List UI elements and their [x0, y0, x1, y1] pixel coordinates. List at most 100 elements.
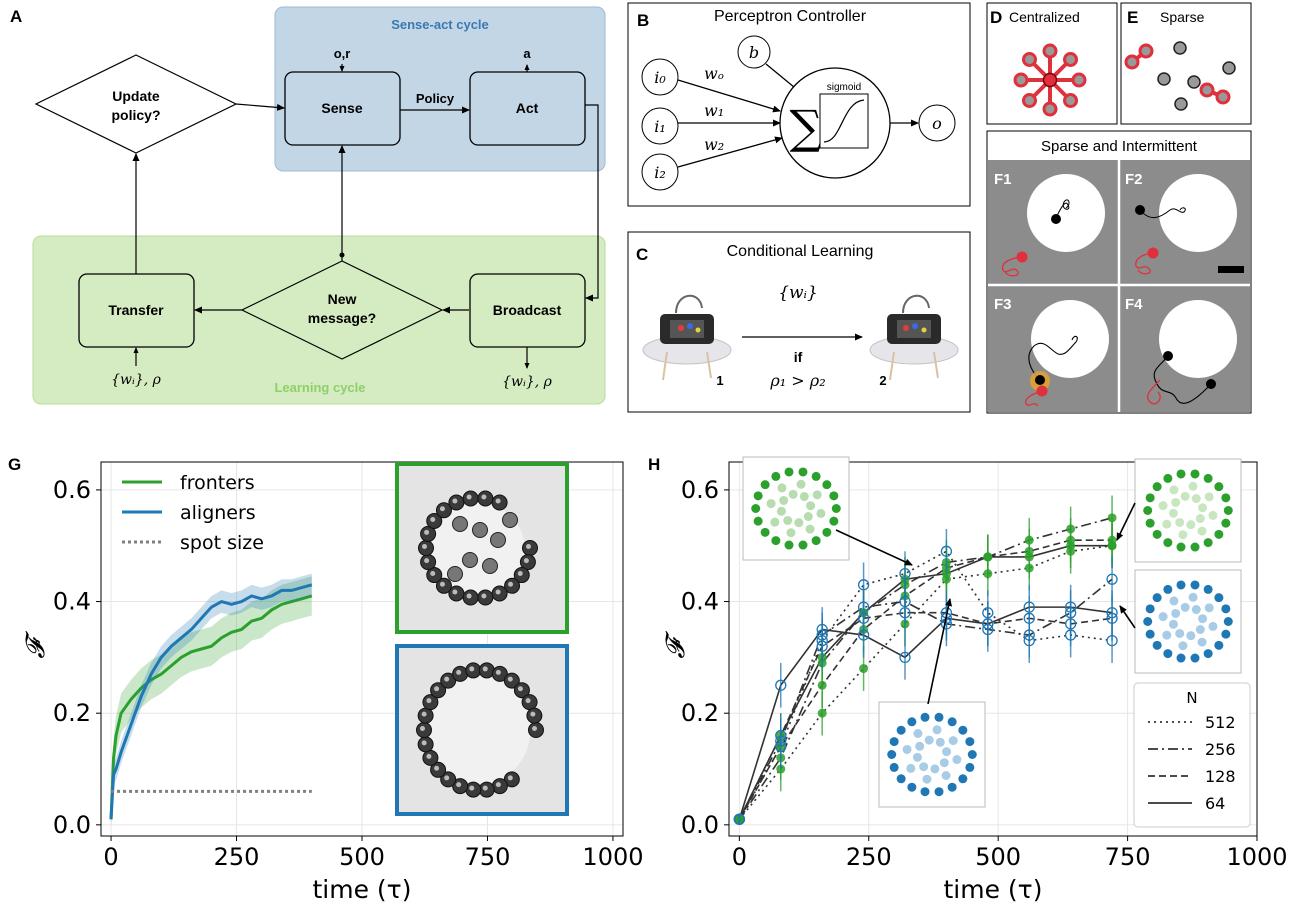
aligners-n256-line [738, 578, 1113, 820]
inset-robot [1178, 530, 1188, 540]
inset-robot [920, 787, 930, 797]
f3-label: F3 [994, 296, 1012, 313]
junction-dot [339, 252, 345, 258]
inset-robot [935, 737, 945, 747]
y-tick-label: 0.4 [53, 588, 91, 616]
inset-robot [1197, 526, 1207, 536]
inset-robot [1191, 494, 1201, 504]
inset-robot [1190, 580, 1200, 590]
inset-robot [1145, 518, 1155, 528]
inset-arrow [835, 529, 913, 566]
robot-highlight [420, 726, 425, 731]
inset-robot [1203, 473, 1213, 483]
inset-robot [1176, 469, 1186, 479]
robot-highlight [434, 765, 440, 771]
panel-h-label: H [648, 455, 660, 474]
inset-robot [1203, 649, 1213, 659]
inset-robot [1158, 612, 1168, 622]
hub-robot [1042, 43, 1058, 59]
hub-robot [1071, 72, 1087, 88]
x-tick-label: 1000 [582, 843, 643, 871]
inset-robot [805, 524, 815, 534]
inset-robot [1169, 485, 1179, 495]
inset-robot [1143, 617, 1153, 626]
x-tick-label: 500 [339, 843, 385, 871]
robot-highlight [430, 571, 436, 577]
y-tick-label: 0.6 [53, 476, 91, 504]
robot-highlight [481, 593, 487, 599]
robot-highlight [434, 686, 440, 692]
inset-robot [822, 527, 832, 537]
series-layer [733, 495, 1118, 825]
hub-robot [1021, 51, 1037, 67]
robot-highlight [517, 686, 523, 692]
data-point [982, 618, 994, 630]
data-point [816, 623, 828, 636]
f2-spot [1159, 174, 1237, 252]
inset-robot [1176, 653, 1186, 663]
inset-robot [1168, 508, 1178, 518]
weight-label-2: w₂ [704, 135, 724, 154]
inset-robot [784, 540, 794, 550]
inset-robot [811, 536, 821, 546]
inset-robot [947, 782, 957, 792]
inset-robot [1162, 519, 1172, 529]
inset-robot [896, 774, 906, 784]
hub-robot [1063, 51, 1079, 67]
panel-b-label: B [637, 11, 649, 30]
inset-robot [967, 750, 977, 759]
data-point [775, 679, 787, 691]
data-point [1066, 541, 1076, 551]
inset-robot [1176, 580, 1186, 590]
inset-robot [1186, 631, 1196, 641]
data-point [775, 729, 787, 742]
perceptron-title: Perceptron Controller [714, 8, 867, 25]
inset-robot [924, 735, 934, 745]
inset-robot [1204, 492, 1214, 502]
robot [452, 516, 468, 532]
inset-robot [919, 762, 929, 772]
robot-highlight [439, 581, 445, 587]
aligners-line [109, 583, 313, 820]
weight-label-0: wₒ [704, 64, 724, 83]
inset-robot [965, 737, 975, 747]
sense-act-title: Sense-act cycle [391, 17, 489, 32]
robot-highlight [508, 581, 514, 587]
inset-robot [887, 750, 897, 759]
data-point [1023, 601, 1035, 613]
legend-label: spot size [180, 532, 264, 554]
panel-c-label: C [636, 245, 648, 264]
legend-label: 256 [1205, 740, 1236, 759]
robot [462, 552, 478, 568]
inset-robot [1204, 603, 1214, 613]
panel-e: E Sparse [1120, 2, 1252, 125]
inset-robot [753, 491, 763, 501]
input-node-1 [641, 107, 679, 145]
robot-highlight [495, 589, 501, 595]
learning-title: Learning cycle [274, 380, 365, 395]
sparse-graphic [1124, 41, 1236, 111]
inset-robot [1171, 497, 1181, 507]
data-point [1106, 607, 1118, 619]
legend-label: 128 [1205, 767, 1236, 786]
x-tick-label: 250 [846, 843, 892, 871]
inset-robot [1162, 630, 1172, 640]
inset-robot [811, 471, 821, 481]
robot-highlight [426, 698, 432, 704]
inset-robot [1190, 653, 1200, 663]
activation-box [819, 93, 869, 149]
f1-spot [1027, 174, 1105, 252]
inset-robot [794, 518, 804, 528]
weight-edge-0 [677, 79, 781, 113]
inset-robot [947, 717, 957, 727]
data-point [1024, 552, 1034, 562]
aligners-band [111, 573, 312, 825]
inset-robot [889, 737, 899, 747]
inset-robot [1195, 625, 1205, 635]
inset-robot [965, 762, 975, 772]
sigmoid-curve [823, 99, 865, 143]
inset-robot [932, 725, 942, 735]
output-node [918, 104, 956, 142]
